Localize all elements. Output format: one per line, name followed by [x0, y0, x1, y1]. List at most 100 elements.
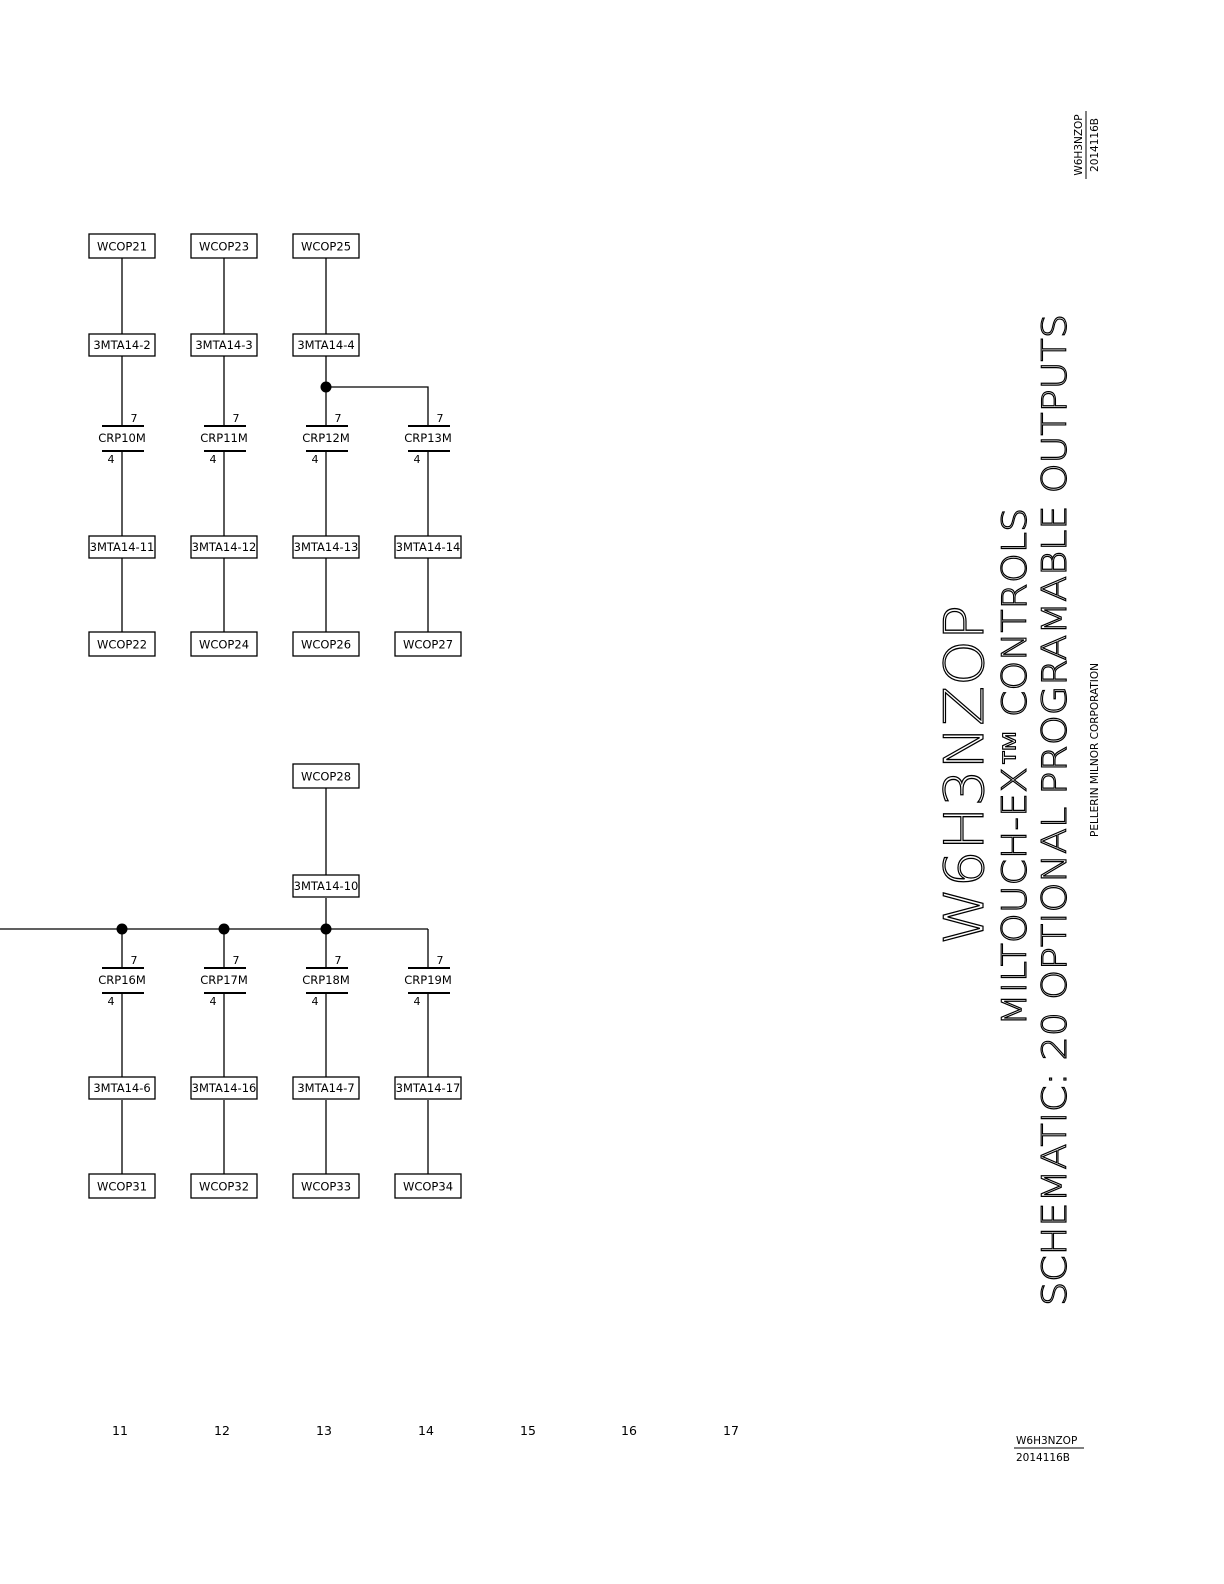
connector-label: 3MTA14-4 — [297, 338, 354, 352]
doc-code: W6H3NZOP — [1016, 1435, 1077, 1447]
pin-number: 7 — [131, 954, 138, 967]
terminal-wcop23: WCOP23 — [190, 233, 258, 259]
pin-number: 4 — [210, 995, 217, 1008]
pin-number: 7 — [233, 954, 240, 967]
top-block: WCOP21 WCOP23 WCOP25 3MTA14-2 3MTA14-3 3… — [88, 233, 462, 657]
doc-ref-top: W6H3NZOP 2014116B — [1073, 111, 1101, 179]
contact-crp13m: 7 CRP13M 4 — [404, 412, 452, 466]
terminal-label: WCOP28 — [301, 770, 351, 784]
connector-3mta14-13: 3MTA14-13 — [292, 535, 360, 559]
column-number: 14 — [418, 1423, 434, 1438]
contact-crp18m: 7 CRP18M 4 — [302, 954, 350, 1008]
junction-dot — [116, 923, 128, 935]
connector-label: 3MTA14-7 — [297, 1081, 354, 1095]
column-number: 15 — [520, 1423, 536, 1438]
column-number: 16 — [621, 1423, 637, 1438]
contact-crp11m: 7 CRP11M 4 — [200, 412, 248, 466]
connector-label: 3MTA14-14 — [396, 540, 461, 554]
drawing-description: SCHEMATIC: 20 OPTIONAL PROGRAMABLE OUTPU… — [1035, 314, 1075, 1306]
column-numbers: 11 12 13 14 15 16 17 — [112, 1423, 739, 1438]
pin-number: 7 — [437, 412, 444, 425]
contact-crp17m: 7 CRP17M 4 — [200, 954, 248, 1008]
contact-crp12m: 7 CRP12M 4 — [302, 412, 350, 466]
pin-number: 4 — [414, 453, 421, 466]
bottom-block: WCOP28 3MTA14-10 7 CRP16M 4 7 CRP17M 4 7… — [0, 763, 462, 1199]
terminal-wcop25: WCOP25 — [292, 233, 360, 259]
doc-revision: 2014116B — [1089, 118, 1101, 172]
contact-crp19m: 7 CRP19M 4 — [404, 954, 452, 1008]
terminal-label: WCOP24 — [199, 638, 249, 652]
terminal-wcop24: WCOP24 — [190, 631, 258, 657]
doc-ref-bottom: W6H3NZOP 2014116B — [1014, 1435, 1084, 1464]
pin-number: 7 — [233, 412, 240, 425]
connector-label: 3MTA14-3 — [195, 338, 252, 352]
terminal-label: WCOP32 — [199, 1180, 249, 1194]
contact-label: CRP19M — [404, 973, 452, 987]
terminal-wcop34: WCOP34 — [394, 1173, 462, 1199]
contact-label: CRP10M — [98, 431, 146, 445]
junction-dot — [320, 923, 332, 935]
contact-label: CRP17M — [200, 973, 248, 987]
pin-number: 4 — [312, 995, 319, 1008]
connector-3mta14-10: 3MTA14-10 — [292, 874, 360, 898]
pin-number: 4 — [108, 995, 115, 1008]
terminal-label: WCOP21 — [97, 240, 147, 254]
terminal-wcop33: WCOP33 — [292, 1173, 360, 1199]
terminal-wcop32: WCOP32 — [190, 1173, 258, 1199]
connector-label: 3MTA14-10 — [294, 879, 359, 893]
connector-3mta14-4: 3MTA14-4 — [292, 333, 360, 357]
connector-label: 3MTA14-11 — [90, 540, 155, 554]
terminal-label: WCOP22 — [97, 638, 147, 652]
pin-number: 4 — [108, 453, 115, 466]
terminal-wcop28: WCOP28 — [292, 763, 360, 789]
connector-3mta14-16: 3MTA14-16 — [190, 1076, 258, 1100]
connector-label: 3MTA14-2 — [93, 338, 150, 352]
column-number: 11 — [112, 1423, 128, 1438]
connector-3mta14-6: 3MTA14-6 — [88, 1076, 156, 1100]
connector-label: 3MTA14-12 — [192, 540, 257, 554]
pin-number: 7 — [131, 412, 138, 425]
doc-revision: 2014116B — [1016, 1452, 1070, 1464]
contact-crp10m: 7 CRP10M 4 — [98, 412, 146, 466]
connector-label: 3MTA14-16 — [192, 1081, 257, 1095]
pin-number: 4 — [414, 995, 421, 1008]
pin-number: 7 — [335, 954, 342, 967]
drawing-number: W6H3NZOP — [933, 605, 996, 945]
company-name: PELLERIN MILNOR CORPORATION — [1089, 663, 1101, 837]
connector-3mta14-12: 3MTA14-12 — [190, 535, 258, 559]
terminal-label: WCOP27 — [403, 638, 453, 652]
connector-3mta14-7: 3MTA14-7 — [292, 1076, 360, 1100]
pin-number: 4 — [210, 453, 217, 466]
terminal-label: WCOP33 — [301, 1180, 351, 1194]
terminal-wcop27: WCOP27 — [394, 631, 462, 657]
contact-crp16m: 7 CRP16M 4 — [98, 954, 146, 1008]
contact-label: CRP12M — [302, 431, 350, 445]
terminal-wcop31: WCOP31 — [88, 1173, 156, 1199]
connector-3mta14-11: 3MTA14-11 — [88, 535, 156, 559]
terminal-wcop26: WCOP26 — [292, 631, 360, 657]
contact-label: CRP11M — [200, 431, 248, 445]
wire — [326, 386, 429, 426]
doc-code: W6H3NZOP — [1073, 114, 1085, 175]
connector-3mta14-2: 3MTA14-2 — [88, 333, 156, 357]
column-number: 17 — [723, 1423, 739, 1438]
terminal-label: WCOP34 — [403, 1180, 453, 1194]
terminal-wcop22: WCOP22 — [88, 631, 156, 657]
junction-dot — [320, 381, 332, 393]
terminal-label: WCOP31 — [97, 1180, 147, 1194]
terminal-label: WCOP26 — [301, 638, 351, 652]
column-number: 13 — [316, 1423, 332, 1438]
pin-number: 7 — [335, 412, 342, 425]
pin-number: 7 — [437, 954, 444, 967]
connector-3mta14-14: 3MTA14-14 — [394, 535, 462, 559]
terminal-label: WCOP23 — [199, 240, 249, 254]
drawing-subtitle: MILTOUCH-EX™ CONTROLS — [995, 508, 1035, 1026]
connector-3mta14-17: 3MTA14-17 — [394, 1076, 462, 1100]
connector-3mta14-3: 3MTA14-3 — [190, 333, 258, 357]
contact-label: CRP16M — [98, 973, 146, 987]
contact-label: CRP18M — [302, 973, 350, 987]
terminal-label: WCOP25 — [301, 240, 351, 254]
connector-label: 3MTA14-17 — [396, 1081, 461, 1095]
title-block: W6H3NZOP MILTOUCH-EX™ CONTROLS SCHEMATIC… — [932, 313, 1101, 1306]
